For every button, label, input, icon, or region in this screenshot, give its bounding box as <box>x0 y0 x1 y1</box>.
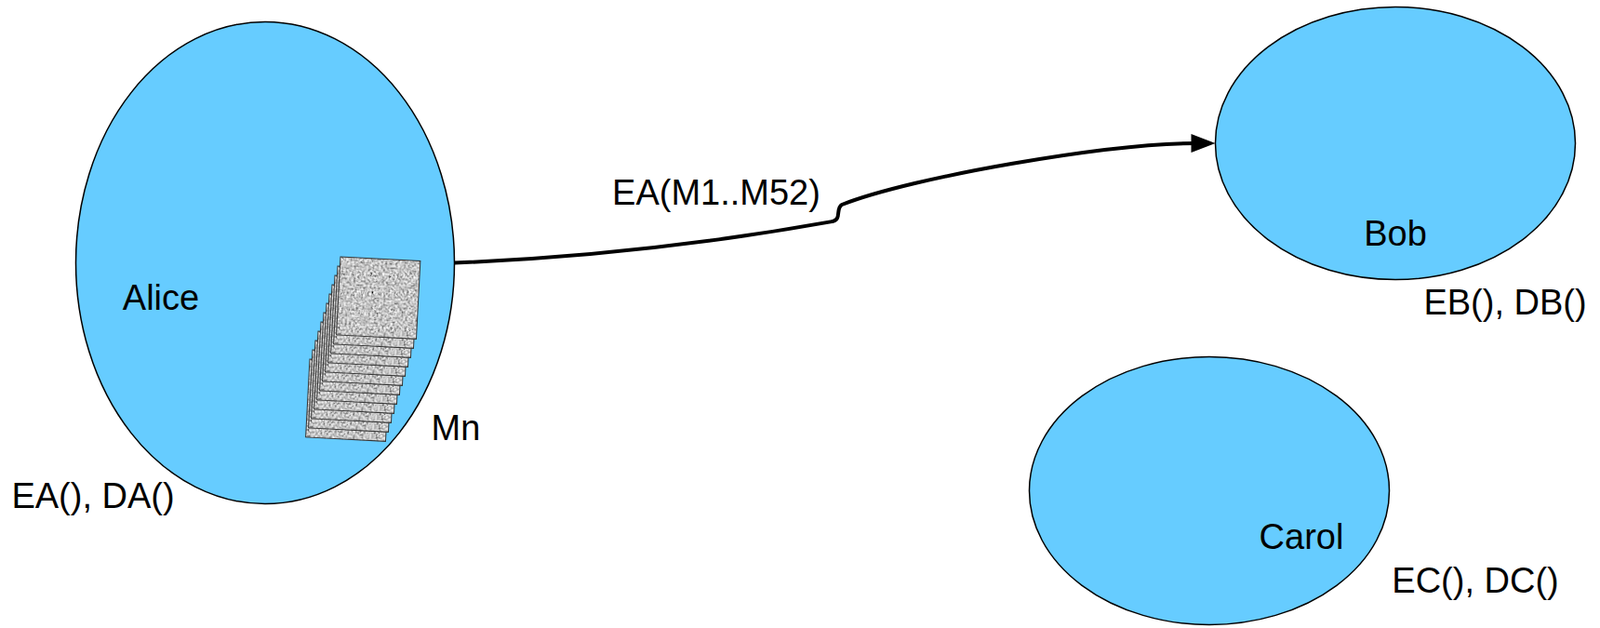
party-ellipse: BobEB(), DB() <box>1213 5 1577 281</box>
party-ellipse: AliceEA(), DA() <box>74 20 456 506</box>
ellipse-outline <box>1027 355 1391 627</box>
message-label: EA(M1..M52) <box>609 173 824 214</box>
ellipse-fill <box>1215 7 1576 280</box>
arrow-line <box>454 143 1198 264</box>
party-name: Bob <box>1363 213 1427 255</box>
party-name: Alice <box>122 278 200 320</box>
key-pair-label: EA(), DA() <box>11 476 174 518</box>
key-pair-label: EC(), DC() <box>1391 560 1559 602</box>
party-name: Carol <box>1259 517 1345 559</box>
stack-label: Mn <box>431 408 481 450</box>
arrow-head <box>1191 133 1216 153</box>
key-pair-label: EB(), DB() <box>1423 282 1587 324</box>
party-ellipse: CarolEC(), DC() <box>1027 355 1391 627</box>
message-arrow <box>454 133 1216 264</box>
card <box>336 256 421 339</box>
ellipse-fill <box>1029 357 1390 626</box>
ellipse-fill <box>76 22 455 505</box>
